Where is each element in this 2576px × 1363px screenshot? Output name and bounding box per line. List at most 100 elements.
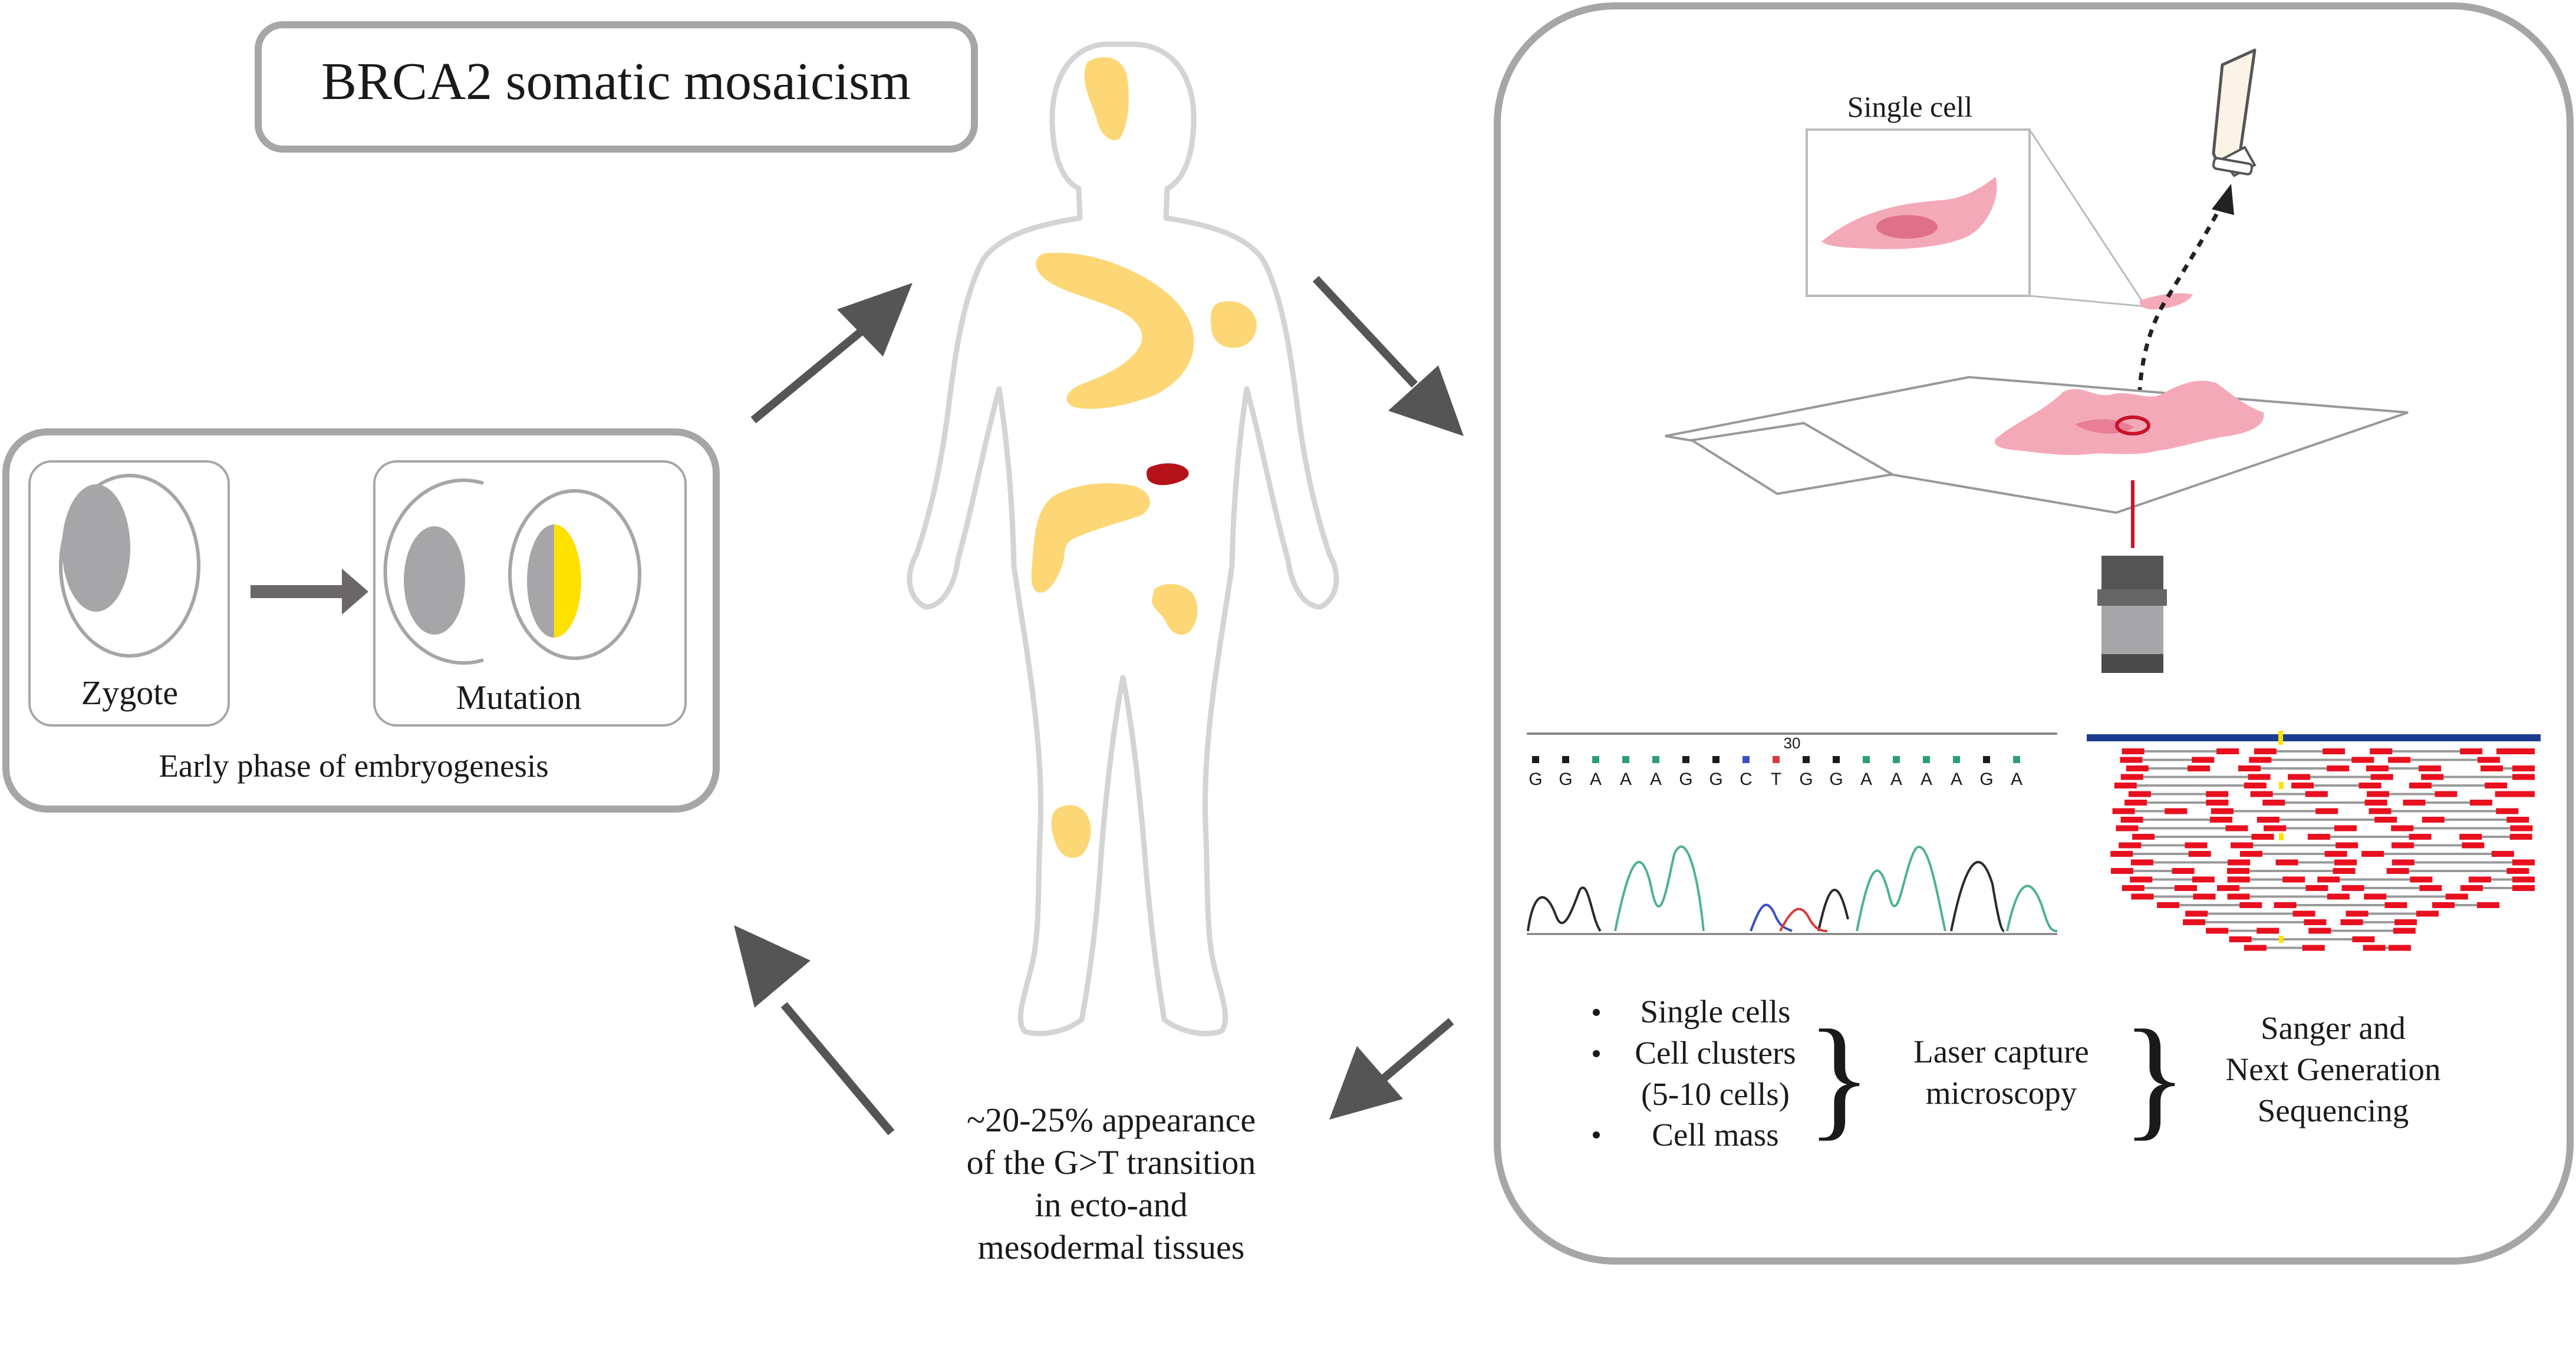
brace-2: } <box>2122 1002 2187 1152</box>
daughter-nucleus-left <box>404 526 465 635</box>
base-call-marker <box>1712 756 1719 763</box>
read-segment <box>2124 800 2147 806</box>
read-segment <box>2386 868 2409 874</box>
bullet <box>1593 1009 1600 1016</box>
read-segment <box>2327 765 2350 771</box>
base-call: A <box>1921 770 1932 789</box>
read-segment <box>2110 868 2133 874</box>
read-segment <box>2419 765 2442 771</box>
read-segment <box>2225 825 2248 831</box>
single-cell-enlarged <box>1821 177 1997 249</box>
base-call: G <box>1559 770 1572 789</box>
mosaic-patch-abdomen <box>1031 483 1151 593</box>
appearance-line-3: in ecto-and <box>1035 1186 1187 1224</box>
read-segment <box>2391 825 2414 831</box>
base-call-marker <box>1923 756 1930 763</box>
read-segment <box>2193 893 2216 900</box>
base-call: G <box>1829 770 1843 789</box>
read-segment <box>2432 902 2455 908</box>
appearance-line-4: mesodermal tissues <box>978 1228 1245 1266</box>
base-call-marker <box>1833 756 1840 763</box>
single-cell-label: Single cell <box>1847 90 1972 123</box>
read-segment <box>2206 800 2229 806</box>
read-segment <box>2351 757 2374 763</box>
read-segment <box>2323 748 2346 754</box>
read-segment <box>2291 783 2314 788</box>
read-segment <box>2262 800 2285 806</box>
base-call: G <box>1979 770 1993 789</box>
title-box: BRCA2 somatic mosaicism <box>255 21 978 153</box>
read-segment <box>2317 876 2340 883</box>
read-segment <box>2374 817 2397 823</box>
base-call-marker <box>1953 756 1960 763</box>
read-segment <box>2292 910 2315 917</box>
microscope-slide <box>1665 375 2409 548</box>
sequencing-line-1: Sanger and <box>2261 1010 2406 1046</box>
read-segment <box>2302 945 2325 951</box>
read-segment <box>2231 842 2254 849</box>
read-segment <box>2333 868 2356 874</box>
read-segment <box>2403 800 2426 806</box>
base-call-marker <box>1592 756 1599 763</box>
read-segment <box>2391 842 2414 849</box>
ngs-reads <box>2110 748 2535 951</box>
embryogenesis-caption: Early phase of embryogenesis <box>159 748 548 784</box>
base-call-marker <box>1682 756 1689 763</box>
base-call: G <box>1709 770 1722 789</box>
zygote-nucleus <box>62 484 130 612</box>
base-call-marker <box>1532 756 1539 763</box>
read-segment <box>2485 783 2508 788</box>
base-call: A <box>2011 770 2022 789</box>
sequencing-line-2: Next Generation <box>2226 1051 2441 1087</box>
read-segment <box>2216 748 2239 754</box>
read-segment <box>2119 842 2142 849</box>
mutated-nucleus-gray-half <box>527 524 554 638</box>
read-segment <box>2367 791 2390 797</box>
ngs-read-alignment <box>2087 731 2541 951</box>
read-segment <box>2512 774 2535 780</box>
appearance-line-1: ~20-25% appearance <box>967 1101 1256 1139</box>
read-segment <box>2495 791 2518 797</box>
base-call: A <box>1590 770 1602 789</box>
read-segment <box>2257 928 2279 934</box>
diagram-title: BRCA2 somatic mosaicism <box>321 52 911 111</box>
read-segment <box>2361 851 2384 857</box>
zygote-label: Zygote <box>81 674 178 712</box>
read-segment <box>2512 791 2535 797</box>
read-segment <box>2192 757 2215 763</box>
read-segment <box>2315 808 2338 814</box>
base-call: G <box>1679 770 1692 789</box>
read-segment <box>2324 851 2347 857</box>
human-body <box>907 41 1339 1037</box>
read-segment <box>2445 893 2468 900</box>
read-segment <box>2512 876 2535 883</box>
read-segment <box>2409 834 2432 840</box>
read-segment <box>2340 919 2363 925</box>
base-call: A <box>1620 770 1632 789</box>
read-segment <box>2460 748 2483 754</box>
read-segment <box>2206 791 2229 797</box>
read-segment <box>2363 945 2386 951</box>
brace-1: } <box>1807 1002 1872 1152</box>
read-segment <box>2307 834 2330 840</box>
read-segment <box>2114 783 2137 788</box>
arrow-to-results <box>1329 1018 1454 1120</box>
read-segment <box>2239 851 2262 857</box>
tumor-lesion <box>1147 463 1189 486</box>
read-segment <box>2110 851 2133 857</box>
read-segment <box>2334 859 2357 866</box>
read-segment <box>2226 868 2249 874</box>
trace-black <box>1527 860 2005 932</box>
read-segment <box>2244 783 2267 788</box>
mutated-nucleus-yellow-half <box>554 524 581 638</box>
single-cell-nucleus <box>1876 215 1938 239</box>
read-segment <box>2509 834 2532 840</box>
read-segment <box>2254 748 2277 754</box>
base-call-marker <box>1863 756 1870 763</box>
base-call: A <box>1951 770 1962 789</box>
base-call: G <box>1799 770 1813 789</box>
read-segment <box>2130 876 2153 883</box>
read-segment <box>2369 808 2391 814</box>
read-segment <box>2506 868 2529 874</box>
mosaic-patch-chest <box>1036 253 1194 409</box>
